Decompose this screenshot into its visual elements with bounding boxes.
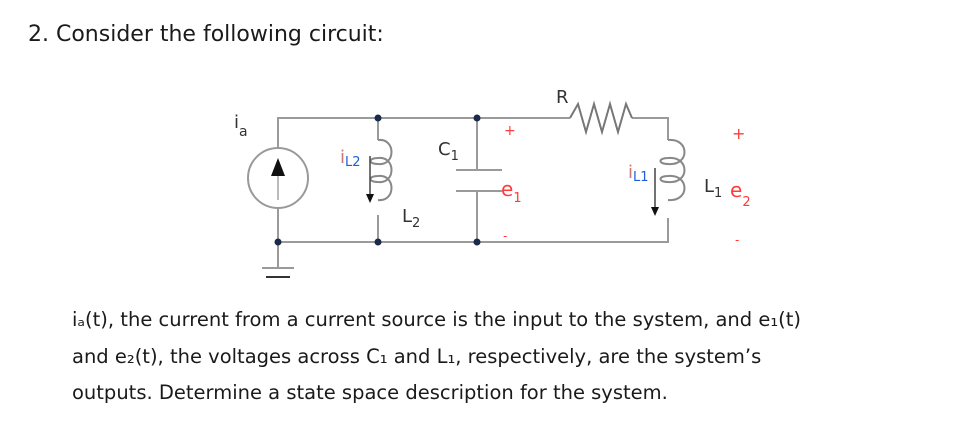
source-arrow-icon: [271, 158, 285, 176]
question-title: 2. Consider the following circuit:: [28, 22, 384, 47]
l1-current-label: iL1: [628, 162, 649, 185]
e1-plus: +: [504, 123, 516, 139]
source-label: ia: [234, 112, 248, 140]
current-source-icon: [247, 147, 309, 209]
wire-top-right: [632, 117, 669, 140]
statement-line: and e₂(t), the voltages across C₁ and L₁…: [72, 344, 762, 368]
e1-label: e1: [501, 177, 522, 206]
l2-label: L2: [402, 206, 420, 231]
arrow-down-icon: [366, 156, 374, 203]
l2-current-label: iL2: [340, 147, 361, 170]
problem-statement: iₐ(t), the current from a current source…: [72, 302, 952, 412]
inductor-l1-icon: [659, 138, 686, 202]
statement-line: iₐ(t), the current from a current source…: [72, 308, 802, 331]
e1-minus: -: [503, 229, 507, 243]
wire-bottom: [277, 208, 669, 268]
e2-plus: +: [732, 124, 745, 143]
inductor-l2-icon: [369, 138, 393, 202]
statement-line: outputs. Determine a state space descrip…: [72, 381, 668, 404]
circuit-diagram: ia iL2 L2 C1 R iL1 L1 + e1 - + e2 -: [234, 87, 751, 278]
resistor-label: R: [556, 87, 569, 108]
arrow-down-icon: [651, 168, 659, 216]
node-dots: [274, 114, 481, 246]
ground-icon: [262, 267, 294, 278]
wire-top-left: [277, 117, 570, 148]
e2-minus: -: [735, 233, 739, 247]
resistor-icon: [569, 100, 633, 136]
l1-label: L1: [704, 176, 722, 201]
e2-label: e2: [730, 178, 751, 210]
c1-label: C1: [438, 139, 459, 164]
